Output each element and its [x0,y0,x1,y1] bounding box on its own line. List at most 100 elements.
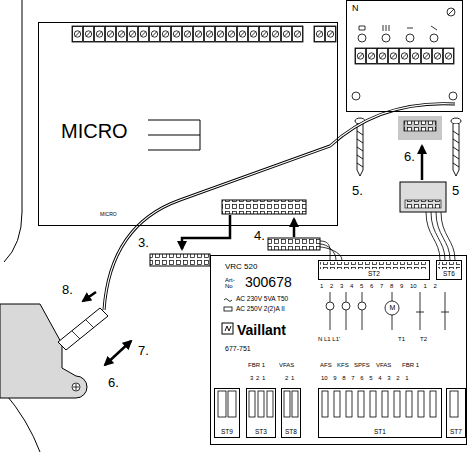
board-label: ST6 [442,271,456,278]
board-label: N [352,4,359,13]
circuit-board: MICRO [38,22,338,226]
callout-number: 5 [452,184,459,197]
terminal-board: N [346,0,463,112]
sensor [58,308,108,350]
signal-name: SPFS [354,362,370,368]
step-arrow [182,215,230,249]
connector-slot [398,116,442,140]
slot [258,391,264,417]
board-label: Art- No [225,277,239,289]
lamp-symbol [358,302,366,310]
plug [268,238,320,250]
board-marking-lines [148,120,200,150]
sensor-cable [104,104,455,310]
signal-name: FBR 1 [248,362,265,368]
wire-bundle [320,241,342,260]
icon [430,34,438,42]
slot [249,391,255,417]
ac-symbol [224,299,232,302]
screw-shaft [357,124,363,176]
plug-pins [405,200,441,208]
pin-numbers: 2 1 [285,375,294,381]
slot [382,391,388,417]
plug-connector: ST7 [446,388,466,438]
slot [267,391,273,417]
slot [358,391,364,417]
signal-name: VFAS [279,362,294,368]
signal-name: VFAS [376,362,391,368]
bracket-screw [72,383,80,391]
motor-letter: M [390,304,396,311]
terminal-screw [447,8,455,16]
mounting-hole [352,92,360,100]
board-label: MICRO [61,121,128,141]
housing-edge [4,392,40,452]
pin-numbers: 10 9 8 7 6 5 4 3 2 1 [321,375,409,381]
terminal-strip [314,26,336,42]
slot [218,391,226,417]
board-marking: MICRO [100,212,117,217]
bracket-screw [73,384,79,390]
plug-connector: ST3 [246,388,276,438]
board-label: ST9 [220,429,234,436]
step-arrow [105,341,131,365]
icon [406,34,414,42]
board-label: ST7 [449,429,463,436]
slot [450,391,458,417]
slot [322,391,328,417]
plug-connector: ST1 [318,388,442,438]
board-label: ST1 [373,429,387,436]
signal-name: AFS [320,362,332,368]
mounting-hole [449,92,457,100]
callout-number: 6. [108,376,119,389]
callout-number: 4. [254,229,265,242]
pin-numbers: 1 2 3 4 5 6 7 8 9 10 1 2 [320,283,437,289]
plug-connector: ST8 [281,388,301,438]
connector-pins [438,262,460,269]
slot [284,391,290,417]
board-label: Vaillant [237,323,286,337]
pipe-bracket [0,304,87,398]
signal-name: KFS [337,362,349,368]
pin-label: N L1 L1' [318,336,340,342]
board-label: 300678 [245,275,292,289]
connector-slot [404,121,436,131]
rating-text: AC 250V 2(2)A II [236,306,285,313]
callout-number: 7. [138,344,149,357]
slot [418,391,424,417]
slot [394,391,400,417]
board-label: ST2 [367,271,381,278]
board-label: VRC 520 [225,263,257,271]
board-label: ST8 [284,429,298,436]
screw-head [451,118,461,124]
logo-mark [225,326,231,331]
step-arrow [293,219,296,237]
plug-connector: ST2 [318,260,430,280]
icon [382,34,390,42]
board-connector [222,200,306,214]
plug [150,254,210,266]
slot [370,391,376,417]
pin-numbers: 3 2 1 [250,375,265,381]
slot [334,391,340,417]
slot [228,391,236,417]
icon [359,25,437,31]
lamp-symbol [342,302,350,310]
step-arrow [83,292,96,301]
slot [430,391,436,417]
screw [355,118,461,176]
callout-number: 8. [62,283,73,296]
plug [400,182,446,212]
slot [346,391,352,417]
callout-number: 5. [352,184,363,197]
slot [292,391,298,417]
logo-mark [222,323,233,334]
step-arrow [421,146,424,180]
fuse-symbol [224,307,232,311]
terminal-strip [355,48,454,64]
signal-name: FBR 1 [402,362,419,368]
plug-connector: ST9 [214,388,240,438]
